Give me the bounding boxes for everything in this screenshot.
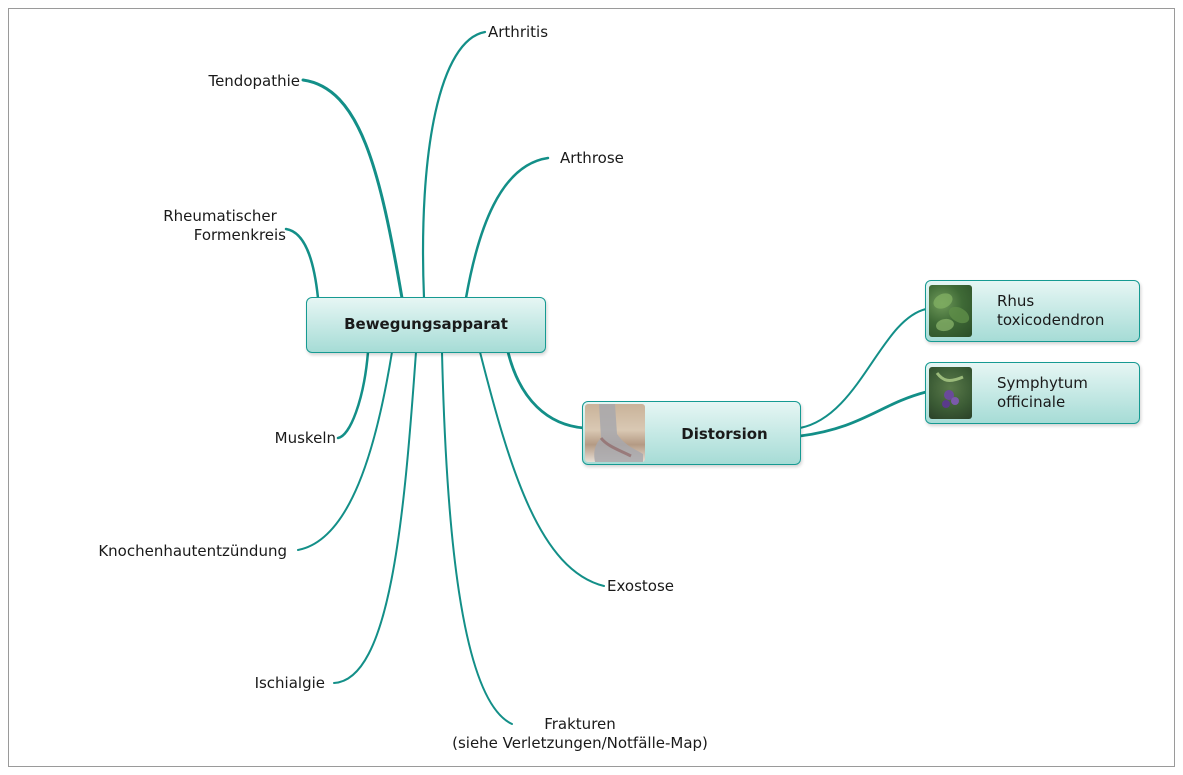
link-arthrose: [464, 156, 550, 300]
remedy-rhus-line1: Rhus: [997, 292, 1035, 310]
branch-arthrose: Arthrose: [560, 149, 624, 167]
distorsion-node[interactable]: Distorsion: [582, 401, 801, 465]
link-symphytum: [798, 390, 928, 438]
remedy-node-symphytum[interactable]: Symphytum officinale: [925, 362, 1140, 424]
ankle-photo: [585, 404, 645, 462]
branch-knochenhautentzuendung: Knochenhautentzündung: [98, 542, 287, 560]
remedy-symphytum-line1: Symphytum: [997, 374, 1088, 392]
central-node[interactable]: Bewegungsapparat: [306, 297, 546, 353]
branch-frakturen: Frakturen (siehe Verletzungen/Notfälle-M…: [450, 715, 710, 753]
remedy-symphytum-line2: officinale: [997, 393, 1066, 411]
branch-ischialgie: Ischialgie: [254, 674, 325, 692]
rhus-plant-photo: [929, 285, 972, 337]
diagram-frame: [8, 8, 1175, 767]
central-node-label: Bewegungsapparat: [344, 315, 508, 333]
link-rhus: [799, 308, 927, 429]
link-ischialgie: [333, 351, 417, 684]
leaf-icon: [933, 293, 970, 332]
link-muskeln: [336, 350, 370, 440]
branch-rheumatischer-formenkreis: Rheumatischer Formenkreis: [140, 207, 300, 245]
branch-frakturen-line1: Frakturen: [544, 715, 616, 733]
link-frakturen: [441, 351, 513, 725]
remedy-rhus-line2: toxicodendron: [997, 311, 1105, 329]
branch-exostose: Exostose: [607, 577, 674, 595]
distorsion-label: Distorsion: [681, 425, 768, 443]
link-distorsion: [506, 350, 586, 430]
branch-frakturen-line2: (siehe Verletzungen/Notfälle-Map): [452, 734, 708, 752]
ankle-icon: [594, 404, 643, 462]
link-exostose: [479, 351, 605, 587]
link-knochen: [297, 351, 393, 551]
branch-rheuma-line1: Rheumatischer: [163, 207, 277, 225]
branch-tendopathie: Tendopathie: [208, 72, 300, 90]
branch-muskeln: Muskeln: [274, 429, 336, 447]
symphytum-plant-photo: [929, 367, 972, 419]
remedy-node-rhus[interactable]: Rhus toxicodendron: [925, 280, 1140, 342]
remedy-symphytum-label: Symphytum officinale: [997, 374, 1088, 412]
link-arthritis: [421, 30, 487, 300]
link-rheuma: [284, 227, 320, 300]
flower-icon: [935, 372, 964, 408]
link-tendopathie: [301, 78, 404, 300]
branch-rheuma-line2: Formenkreis: [193, 226, 286, 244]
branch-arthritis: Arthritis: [488, 23, 549, 41]
remedy-rhus-label: Rhus toxicodendron: [997, 292, 1104, 330]
